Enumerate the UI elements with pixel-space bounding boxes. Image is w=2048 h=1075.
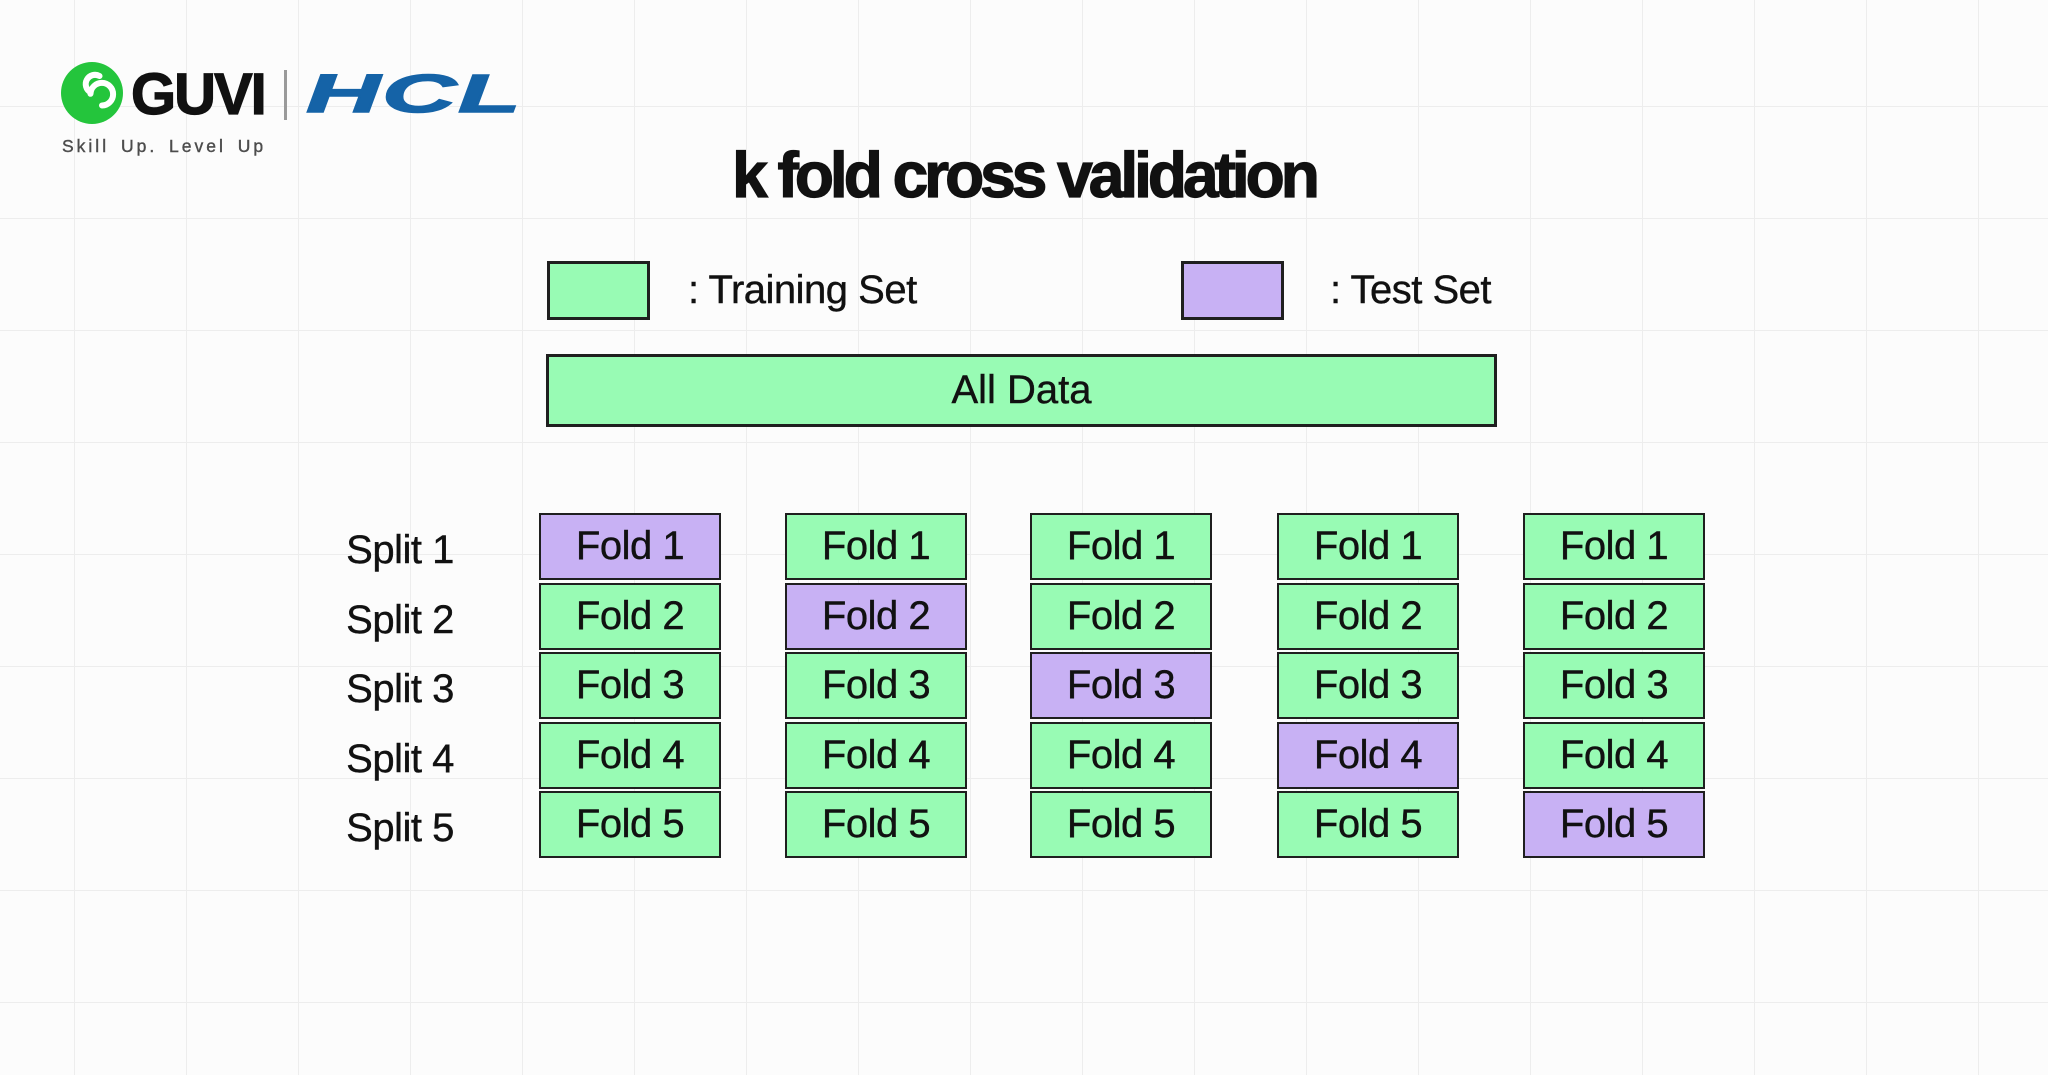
split-label: Split 4: [346, 736, 455, 781]
fold-cell-test: Fold 3: [1030, 652, 1212, 719]
page-title: k fold cross validation: [731, 138, 1320, 211]
fold-cell-train: Fold 1: [1277, 513, 1459, 580]
fold-cell-train: Fold 2: [1523, 582, 1705, 650]
fold-cell-train: Fold 2: [1030, 582, 1212, 650]
fold-cell-test: Fold 4: [1277, 721, 1459, 789]
test-set-swatch: [1181, 261, 1284, 320]
guvi-wordmark: GUVI: [130, 62, 267, 127]
split-label: Split 2: [346, 597, 455, 642]
training-set-label: : Training Set: [688, 268, 918, 312]
guvi-logo-icon: [61, 62, 123, 124]
logo-tagline: Skill Up. Level Up: [62, 136, 267, 156]
all-data-label: All Data: [951, 368, 1092, 412]
fold-cell-train: Fold 3: [1277, 652, 1459, 719]
fold-cell-train: Fold 4: [785, 721, 967, 789]
split-label: Split 3: [346, 667, 455, 711]
fold-cell-train: Fold 5: [1277, 791, 1459, 858]
logo-divider: [284, 70, 287, 120]
fold-cell-train: Fold 3: [1523, 652, 1705, 719]
test-set-label: : Test Set: [1330, 268, 1492, 312]
fold-cell-train: Fold 3: [785, 652, 967, 719]
fold-cell-train: Fold 4: [1030, 721, 1212, 789]
fold-cell-train: Fold 2: [1277, 582, 1459, 650]
fold-cell-train: Fold 1: [785, 513, 967, 580]
fold-cell-train: Fold 5: [539, 791, 721, 858]
split-label: Split 5: [346, 806, 455, 850]
fold-cell-test: Fold 5: [1523, 791, 1705, 858]
fold-cell-train: Fold 5: [785, 791, 967, 858]
fold-cell-train: Fold 2: [539, 582, 721, 650]
fold-cell-train: Fold 1: [1523, 513, 1705, 580]
fold-cell-test: Fold 2: [785, 582, 967, 650]
fold-cell-test: Fold 1: [539, 513, 721, 580]
guvi-g-icon: [82, 71, 117, 109]
fold-cell-train: Fold 4: [539, 721, 721, 789]
split-label: Split 1: [346, 528, 455, 572]
hcl-wordmark: HCL: [305, 63, 523, 124]
training-set-swatch: [547, 261, 650, 320]
all-data-bar: All Data: [546, 354, 1497, 427]
fold-cell-train: Fold 4: [1523, 721, 1705, 789]
fold-cell-train: Fold 3: [539, 652, 721, 719]
fold-cell-train: Fold 1: [1030, 513, 1212, 580]
fold-cell-train: Fold 5: [1030, 791, 1212, 858]
